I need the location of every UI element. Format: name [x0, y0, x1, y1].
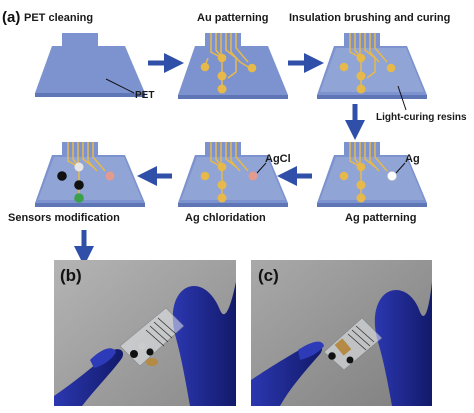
step-label-sensors-modification: Sensors modification — [8, 212, 120, 224]
modified-sensor-substrate — [35, 142, 145, 207]
step-label-ag-patterning: Ag patterning — [345, 212, 417, 224]
step-label-ag-chloridation: Ag chloridation — [185, 212, 266, 224]
resin-callout-line — [397, 85, 407, 111]
pet-callout-line — [105, 78, 135, 94]
panel-label-a: (a) — [2, 9, 20, 26]
photo-b — [54, 260, 236, 406]
au-patterned-substrate — [178, 33, 288, 99]
agcl-callout-line — [256, 162, 267, 174]
callout-agcl: AgCl — [265, 153, 291, 165]
callout-ag: Ag — [405, 153, 420, 165]
ag-patterned-substrate — [317, 142, 427, 207]
callout-pet: PET — [135, 90, 154, 101]
callout-light-curing-resins: Light-curing resins — [376, 112, 467, 123]
panel-label-b: (b) — [60, 266, 82, 285]
pet-substrate — [35, 33, 145, 97]
ag-callout-line — [395, 162, 406, 174]
step-label-au-patterning: Au patterning — [197, 12, 269, 24]
step-label-insulation: Insulation brushing and curing — [289, 12, 450, 24]
panel-label-c: (c) — [258, 266, 279, 285]
step-label-pet-cleaning: PET cleaning — [24, 12, 93, 24]
ag-chloridated-substrate — [178, 142, 288, 207]
insulated-substrate — [317, 33, 427, 99]
photo-c — [251, 260, 432, 406]
